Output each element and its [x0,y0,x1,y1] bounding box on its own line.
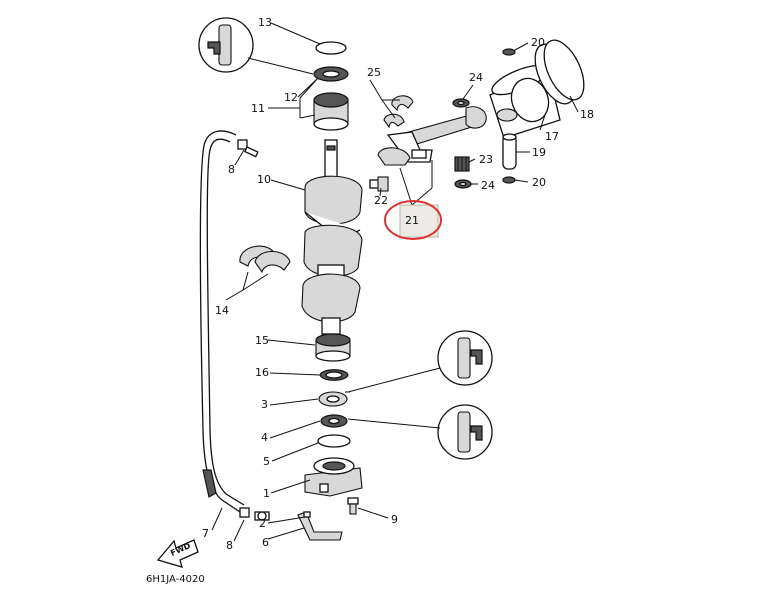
callout-20-bottom: 20 [532,176,546,189]
callout-numbers: 13 12 11 8 10 14 15 16 3 4 5 1 2 7 8 6 9… [202,16,594,552]
o-ring-5 [317,434,351,448]
callout-6: 6 [262,536,269,549]
callout-16: 16 [255,366,269,379]
callout-18: 18 [580,108,594,121]
callout-12: 12 [284,91,298,104]
callout-20-top: 20 [531,36,545,49]
seal-detail-bubble-low [347,404,493,460]
clip-20-top [502,48,516,56]
callout-25: 25 [367,66,381,79]
callout-9: 9 [391,513,398,526]
o-ring-13 [315,41,347,55]
circlip-16 [319,369,349,381]
callout-15: 15 [255,334,269,347]
highlight-21 [384,200,442,240]
hose-clip-8-bottom [239,507,270,521]
callout-22: 22 [374,194,388,207]
plate-6 [297,511,343,541]
hose-7 [199,130,245,513]
callout-1: 1 [263,487,270,500]
piston-pin-19 [502,133,517,170]
housing-1 [304,457,363,497]
seal-4 [320,414,348,428]
callout-24-top: 24 [469,71,483,84]
callout-3: 3 [261,398,268,411]
callout-17: 17 [545,130,559,143]
crankshaft-10 [301,139,363,335]
needle-bearing-23 [454,156,470,172]
callout-8-bottom: 8 [226,539,233,552]
bolt-22 [369,176,389,192]
callout-21: 21 [405,214,419,227]
callout-2: 2 [259,517,266,530]
callout-24-bottom: 24 [481,179,495,192]
bearing-15 [315,333,351,362]
fwd-arrow: FWD [156,539,199,568]
oil-seal-12 [313,66,349,82]
connecting-rod-21 [377,106,487,166]
seal-3 [318,391,348,407]
callout-13: 13 [258,16,272,29]
seal-detail-bubble-mid [345,330,493,393]
callout-10: 10 [257,173,271,186]
callout-8-top: 8 [228,163,235,176]
clip-20-bottom [502,176,516,184]
drawing-code: 6H1JA-4020 [146,574,205,585]
callout-7: 7 [202,527,209,540]
callout-19: 19 [532,146,546,159]
callout-11: 11 [251,102,265,115]
leader-lines [211,22,579,542]
piston-rings-18 [534,39,585,105]
seal-detail-bubble-top [198,17,314,75]
callout-23: 23 [479,153,493,166]
washer-24-bottom [454,179,472,189]
callout-4: 4 [261,431,268,444]
bolt-9 [347,497,359,515]
bearing-half-14 [239,245,291,274]
bearing-25 [383,95,414,129]
hose-clip-8-top [237,139,259,158]
callout-5: 5 [263,455,270,468]
bearing-11 [313,92,349,131]
washer-24-top [452,98,470,108]
callout-14: 14 [215,304,229,317]
